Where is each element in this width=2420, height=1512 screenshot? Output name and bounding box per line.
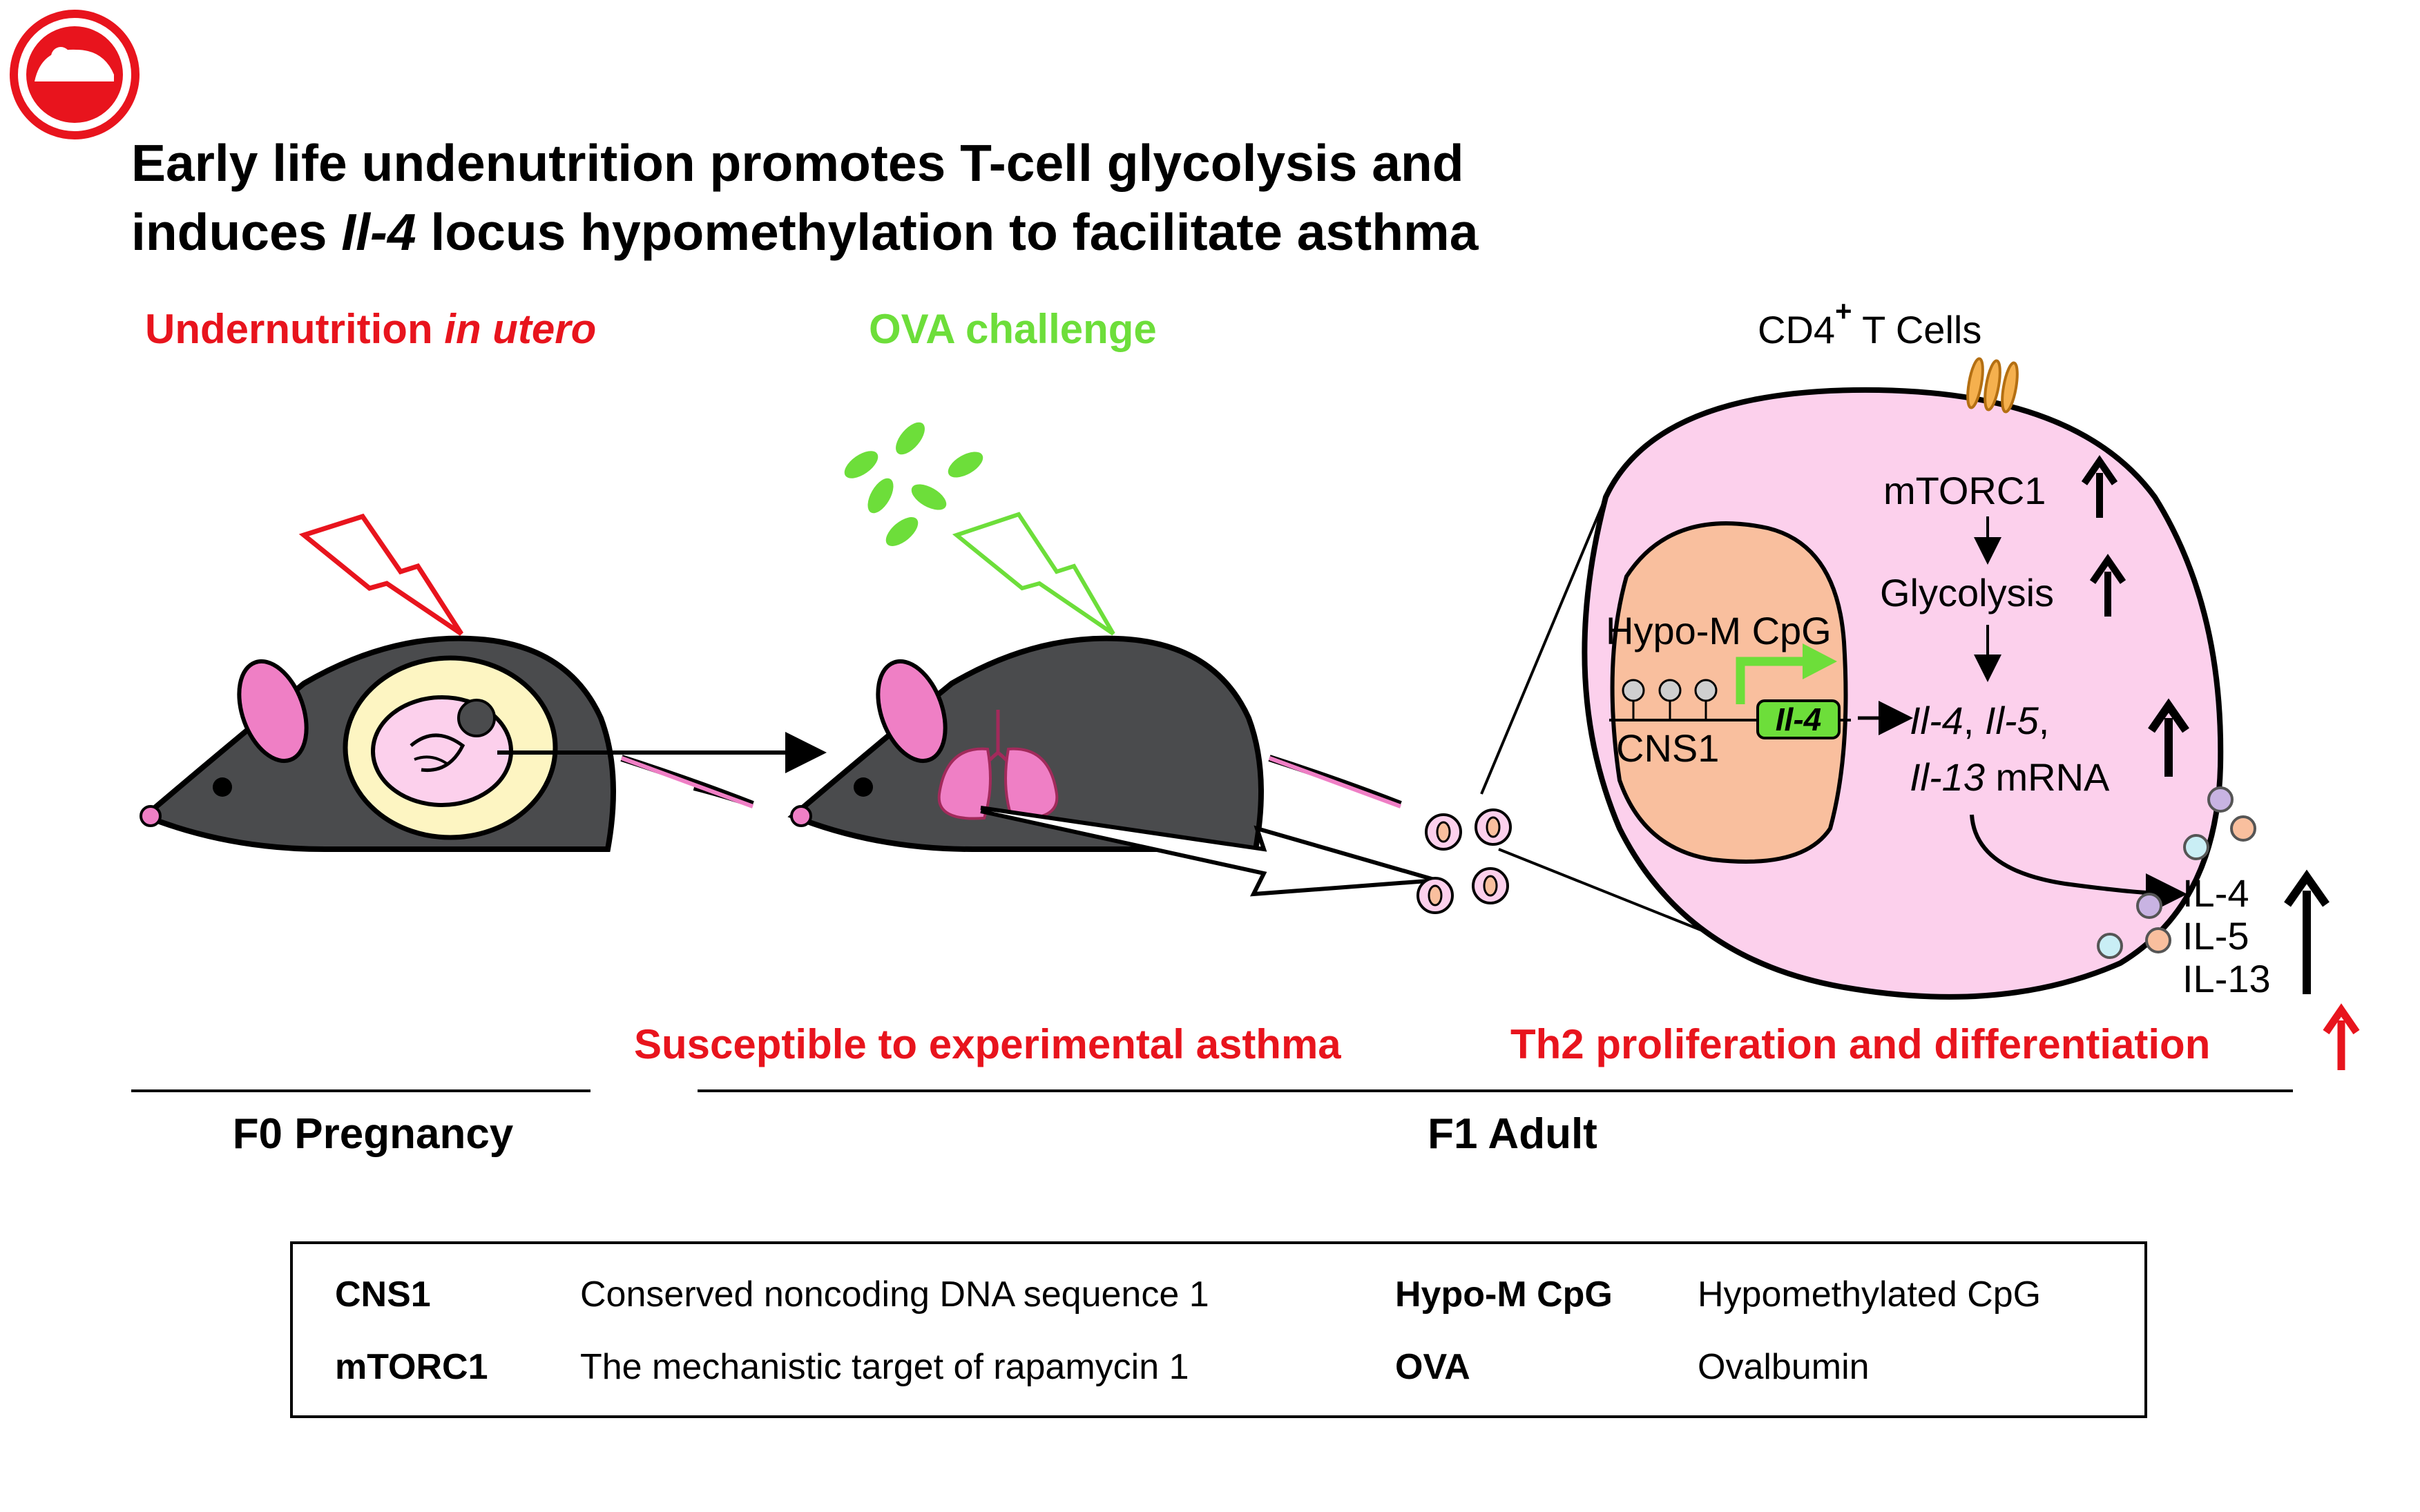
undernutrition-label: Undernutrition in utero [145, 306, 596, 352]
cns1-label: CNS1 [1616, 726, 1719, 770]
small-t-cells [1417, 808, 1512, 914]
lightning-icon-red [298, 513, 463, 636]
il5-protein-label: IL-5 [2182, 914, 2249, 958]
title-line-1: Early life undenutrition promotes T-cell… [131, 134, 1464, 192]
logo-mouse-icon [10, 10, 140, 139]
hypo-m-cpg-label: Hypo-M CpG [1606, 609, 1832, 652]
cd4-t-cells-label: CD4+ T Cells [1758, 295, 1981, 351]
il4-gene-label: Il-4 [1776, 701, 1821, 737]
th2-label: Th2 proliferation and differentiation [1510, 1021, 2210, 1067]
mouse-icon-adult [787, 635, 1402, 852]
legend-value-ova: Ovalbumin [1698, 1347, 1870, 1387]
up-arrow-icon [2148, 698, 2189, 777]
cpg-lollipop-icons [1622, 679, 1718, 720]
glycolysis-label: Glycolysis [1880, 571, 2054, 614]
legend-key-cns1: CNS1 [335, 1274, 431, 1315]
legend-key-ova: OVA [1395, 1347, 1470, 1387]
title-line-2: induces Il-4 locus hypomethylation to fa… [131, 203, 1479, 261]
lightning-icon-green [952, 512, 1115, 636]
up-arrow-icon [2284, 869, 2330, 994]
mrna-line-2: Il-13 mRNA [1910, 755, 2110, 799]
transcription-arrow [1736, 657, 1806, 704]
up-arrow-icon-red [2323, 1003, 2360, 1070]
embryo-icon [371, 695, 513, 807]
up-arrow-icon [2089, 554, 2126, 617]
legend-value-cns1: Conserved noncoding DNA sequence 1 [580, 1274, 1209, 1315]
mrna-line-1: Il-4, Il-5, [1910, 699, 2049, 742]
receptor-icon [1966, 357, 2019, 414]
ova-particles [844, 422, 983, 546]
transcription-arrowhead [1803, 643, 1837, 679]
cytokine-dots [2097, 786, 2256, 959]
susceptible-label: Susceptible to experimental asthma [634, 1021, 1341, 1067]
il4-gene-box [1756, 699, 1841, 739]
legend-value-mtorc1: The mechanistic target of rapamycin 1 [580, 1347, 1189, 1387]
mouse-icon-pregnant [140, 635, 754, 852]
nucleus [1610, 521, 1848, 864]
f0-pregnancy-label: F0 Pregnancy [233, 1110, 514, 1158]
lung-icon [937, 710, 1059, 820]
legend-value-hypo-m-cpg: Hypomethylated CpG [1698, 1274, 2041, 1315]
mtorc1-label: mTORC1 [1883, 469, 2046, 512]
f1-adult-label: F1 Adult [1428, 1110, 1597, 1158]
legend-key-hypo-m-cpg: Hypo-M CpG [1395, 1274, 1613, 1315]
up-arrow-icon [2081, 455, 2118, 518]
legend-box [290, 1241, 2147, 1418]
legend-key-mtorc1: mTORC1 [335, 1347, 488, 1387]
ova-challenge-label: OVA challenge [869, 306, 1157, 352]
zoom-line-top [1480, 496, 1607, 795]
il4-protein-label: IL-4 [2182, 871, 2249, 915]
il13-protein-label: IL-13 [2182, 957, 2271, 1000]
